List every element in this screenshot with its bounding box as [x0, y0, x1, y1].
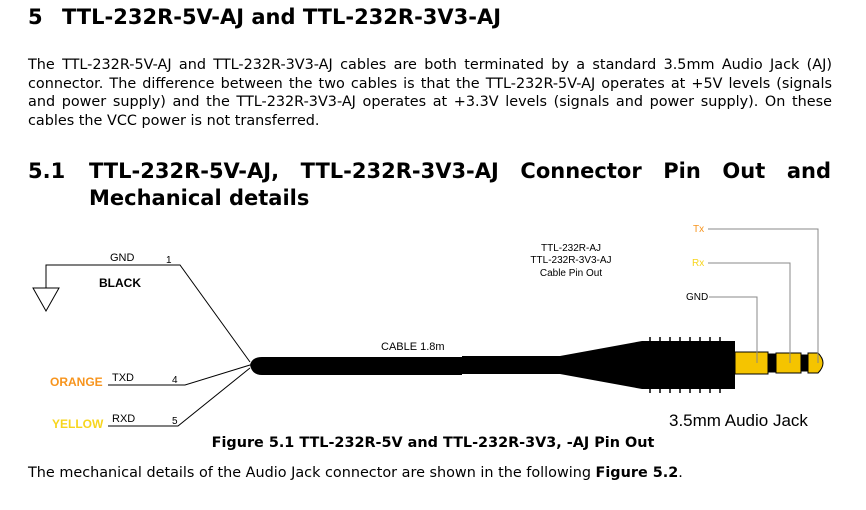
jack-rx-label: Rx — [692, 258, 704, 269]
cable-label: CABLE 1.8m — [381, 341, 445, 353]
gnd-signal-label: GND — [110, 252, 135, 264]
subsection-title: TTL-232R-5V-AJ, TTL-232R-3V3-AJ Connecto… — [89, 158, 831, 212]
rxd-signal-label: RXD — [112, 413, 135, 425]
jack-tx-label: Tx — [693, 224, 704, 235]
jack-name: 3.5mm Audio Jack — [669, 411, 808, 430]
txd-pin-number: 4 — [172, 375, 178, 386]
txd-wire — [108, 364, 251, 386]
pinout-title-line1: TTL-232R-AJ — [541, 243, 601, 254]
pinout-title-line3: Cable Pin Out — [540, 268, 602, 279]
section-number: 5 — [28, 5, 43, 29]
figure-caption: Figure 5.1 TTL-232R-5V and TTL-232R-3V3,… — [211, 435, 655, 451]
closing-text: The mechanical details of the Audio Jack… — [28, 465, 596, 481]
figure-reference: Figure 5.2 — [595, 465, 679, 481]
txd-signal-label: TXD — [112, 372, 134, 384]
section-title: TTL-232R-5V-AJ and TTL-232R-3V3-AJ — [62, 5, 502, 29]
subsection-number: 5.1 — [28, 159, 66, 183]
pinout-title-line2: TTL-232R-3V3-AJ — [530, 255, 611, 266]
subsection-title-line2: Mechanical details — [89, 186, 310, 210]
section-heading: 5 TTL-232R-5V-AJ and TTL-232R-3V3-AJ — [28, 5, 501, 29]
closing-sentence: The mechanical details of the Audio Jack… — [28, 465, 683, 481]
section-paragraph: The TTL-232R-5V-AJ and TTL-232R-3V3-AJ c… — [28, 57, 832, 129]
gnd-wire — [160, 264, 251, 363]
gnd-color-label: BLACK — [99, 276, 141, 290]
gnd-pin-number: 1 — [166, 255, 172, 266]
rx-leader-line — [708, 262, 791, 363]
cable-body — [250, 341, 735, 389]
closing-period: . — [678, 465, 683, 481]
rxd-wire — [108, 367, 251, 427]
audio-jack-plug — [734, 351, 824, 375]
tx-leader-line — [708, 228, 819, 363]
subsection-title-line1: TTL-232R-5V-AJ, TTL-232R-3V3-AJ Connecto… — [89, 159, 831, 183]
gnd-leader-line — [709, 296, 758, 363]
jack-gnd-label: GND — [686, 292, 708, 303]
rxd-color-label: YELLOW — [52, 417, 104, 431]
ground-icon — [32, 264, 160, 313]
connector-ribs — [649, 337, 721, 393]
txd-color-label: ORANGE — [50, 375, 103, 389]
rxd-pin-number: 5 — [172, 416, 178, 427]
pinout-figure: GND 1 BLACK TXD 4 ORANGE RXD 5 YELLOW CA… — [32, 224, 824, 431]
